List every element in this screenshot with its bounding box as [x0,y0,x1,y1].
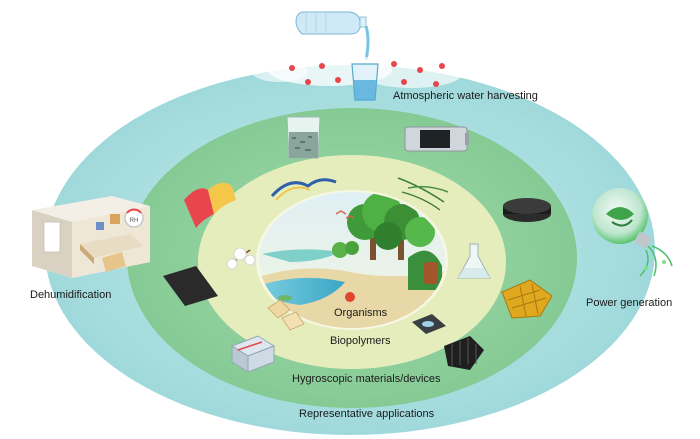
rh-gauge-label: RH [130,218,139,224]
organisms-label: Organisms [334,307,388,319]
water-bottle-icon [295,11,370,61]
water-glass-icon [351,63,379,101]
black-panel-icon [163,266,218,306]
film-strip-icon [270,178,337,201]
container-box-icon [230,335,276,373]
water-harvesting-label: Atmospheric water harvesting [393,90,538,102]
light-bulb-icon [592,188,673,277]
hygroscopic-materials-label: Hygroscopic materials/devices [292,373,441,385]
red-yellow-fabric-icon [184,182,236,228]
flask-icon [457,243,491,279]
power-generation-label: Power generation [586,297,673,309]
biopolymers-label: Biopolymers [330,335,391,347]
honeycomb-block-icon [444,336,484,370]
water-droplets-icon [289,61,445,87]
humidity-gauge-icon: RH [124,208,144,228]
sugar-crystals-icon [267,299,305,331]
hydrogel-beaker-icon [286,116,321,159]
yellow-lattice-icon [501,279,553,319]
organisms-landscape [259,192,445,328]
gel-sample-icon [412,314,446,334]
plant-fiber-icon [397,177,449,211]
cotton-flower-icon [226,247,256,270]
battery-device-icon [404,126,469,152]
black-disk-icon [503,198,551,222]
representative-applications-label: Representative applications [299,408,435,420]
dehumidification-label: Dehumidification [30,289,112,301]
